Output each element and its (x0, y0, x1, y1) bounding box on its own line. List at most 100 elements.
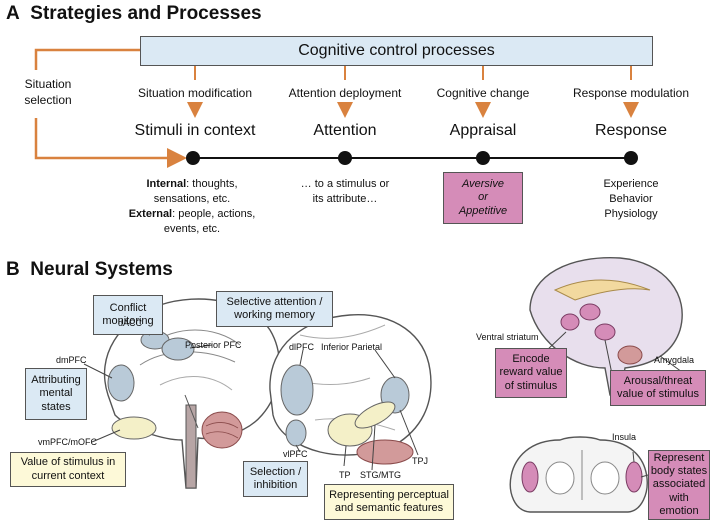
stage-stimuli-in-context: Stimuli in context (134, 122, 256, 139)
arousal-line-2: value of stimulus (617, 388, 699, 400)
internal-line-2: sensations, etc. (153, 193, 231, 205)
box-arousal-threat: Arousal/threat value of stimulus (610, 370, 706, 406)
situation-selection-line-2: selection (24, 93, 72, 107)
selection-line-2: inhibition (253, 479, 298, 491)
value-context-line-1: Value of stimulus in (20, 456, 116, 469)
attributing-line-3: states (41, 400, 71, 413)
region-posterior-pfc (161, 337, 195, 361)
box-attributing-mental-states: Attributing mental states (25, 368, 87, 420)
label-dacc: dACC (118, 318, 143, 328)
external-line-2: events, etc. (163, 223, 221, 235)
timeline-node-response (624, 151, 638, 165)
cognitive-control-banner: Cognitive control processes (140, 36, 653, 66)
section-b-heading: Neural Systems (30, 259, 173, 280)
section-b-letter: B (6, 259, 20, 280)
situation-selection-line-1: Situation (24, 77, 72, 91)
arousal-line-1: Arousal/threat (623, 374, 693, 387)
response-experience: Experience (603, 178, 659, 190)
stimuli-external-line: External: people, actions, (112, 207, 272, 222)
situation-selection-path (34, 48, 182, 158)
appraisal-box: Aversive or Appetitive (443, 172, 523, 224)
external-key: External (128, 208, 173, 220)
strategy-attention-deployment: Attention deployment (288, 86, 402, 100)
internal-text: : thoughts, (186, 178, 238, 190)
subcortical-brain-illustration (529, 257, 683, 396)
value-context-line-2: current context (31, 469, 105, 482)
label-posterior-pfc: Posterior PFC (185, 340, 242, 350)
appraisal-appetitive: Appetitive (458, 204, 508, 217)
timeline-node-stimuli (186, 151, 200, 165)
encode-line-1: Encode (512, 353, 550, 366)
attention-detail-line-2: its attribute… (312, 193, 378, 205)
stage-attention: Attention (313, 122, 377, 139)
external-text: : people, actions, (172, 208, 256, 220)
representing-line-2: and semantic features (334, 502, 444, 514)
lateral-brain-illustration (269, 314, 432, 465)
encode-line-3: of stimulus (504, 379, 558, 392)
box-selective-attention: Selective attention / working memory (216, 291, 333, 327)
conflict-line-2: monitoring (102, 315, 154, 327)
section-a-title: A Strategies and Processes (6, 3, 262, 25)
region-vlpfc (285, 419, 307, 447)
represent-line-4: with emotion (659, 491, 699, 517)
label-dmpfc: dmPFC (56, 355, 87, 365)
section-a-heading: Strategies and Processes (30, 3, 262, 24)
strategy-cognitive-change: Cognitive change (436, 86, 530, 100)
section-b-title: B Neural Systems (6, 259, 173, 281)
region-stg (354, 401, 396, 429)
label-inferior-parietal: Inferior Parietal (321, 342, 383, 352)
encode-line-2: reward value (499, 366, 563, 379)
representing-line-1: Representing perceptual (329, 488, 449, 501)
strategy-response-modulation: Response modulation (572, 86, 690, 100)
label-dlpfc: dlPFC (289, 342, 315, 352)
region-vmpfc (111, 416, 157, 440)
response-detail: Experience Behavior Physiology (591, 177, 671, 222)
situation-selection-label: Situation selection (16, 76, 80, 108)
label-tp: TP (339, 470, 351, 480)
selection-line-1: Selection / (249, 465, 302, 478)
internal-key: Internal (146, 178, 187, 190)
response-behavior: Behavior (609, 193, 653, 205)
region-amygdala (594, 323, 616, 341)
region-insula-left (521, 461, 539, 493)
represent-line-3: associated (652, 478, 706, 491)
box-represent-body-states: Represent body states associated with em… (648, 450, 710, 520)
region-dlpfc (280, 364, 314, 416)
response-physiology: Physiology (604, 208, 658, 220)
selective-line-1: Selective attention / (226, 295, 323, 308)
box-conflict-monitoring: Conflict monitoring (93, 295, 163, 335)
attention-detail: … to a stimulus or its attribute… (290, 177, 400, 207)
box-selection-inhibition: Selection / inhibition (243, 461, 308, 497)
attributing-line-1: Attributing (31, 374, 81, 387)
label-insula: Insula (612, 432, 637, 442)
coronal-brain-illustration (509, 436, 648, 513)
section-a-letter: A (6, 3, 20, 24)
region-insula-right (625, 461, 643, 493)
label-tpj: TPJ (412, 456, 429, 466)
box-value-context: Value of stimulus in current context (10, 452, 126, 487)
strategy-situation-modification: Situation modification (137, 86, 253, 100)
represent-line-2: body states (650, 465, 708, 478)
label-vmpfc: vmPFC/mOFC (38, 437, 97, 447)
stimuli-detail: Internal: thoughts, sensations, etc. Ext… (112, 177, 272, 237)
attributing-line-2: mental (39, 387, 73, 400)
represent-line-1: Represent (653, 452, 705, 465)
box-encode-reward: Encode reward value of stimulus (495, 348, 567, 398)
label-ventral-striatum: Ventral striatum (476, 332, 539, 342)
selective-line-2: working memory (234, 309, 315, 321)
region-dmpfc (107, 364, 135, 402)
appraisal-or: or (478, 191, 488, 204)
stage-appraisal: Appraisal (449, 122, 517, 139)
region-ventral-striatum (560, 313, 580, 331)
label-stg-mtg: STG/MTG (360, 470, 401, 480)
attention-detail-line-1: … to a stimulus or (300, 178, 390, 190)
timeline-node-attention (338, 151, 352, 165)
banner-label: Cognitive control processes (298, 42, 495, 60)
conflict-line-1: Conflict (109, 301, 147, 314)
medial-brain-illustration (103, 298, 281, 489)
timeline-node-appraisal (476, 151, 490, 165)
label-amygdala: Amygdala (654, 355, 695, 365)
label-vlpfc: vlPFC (283, 449, 308, 459)
stimuli-internal-line: Internal: thoughts, (112, 177, 272, 192)
